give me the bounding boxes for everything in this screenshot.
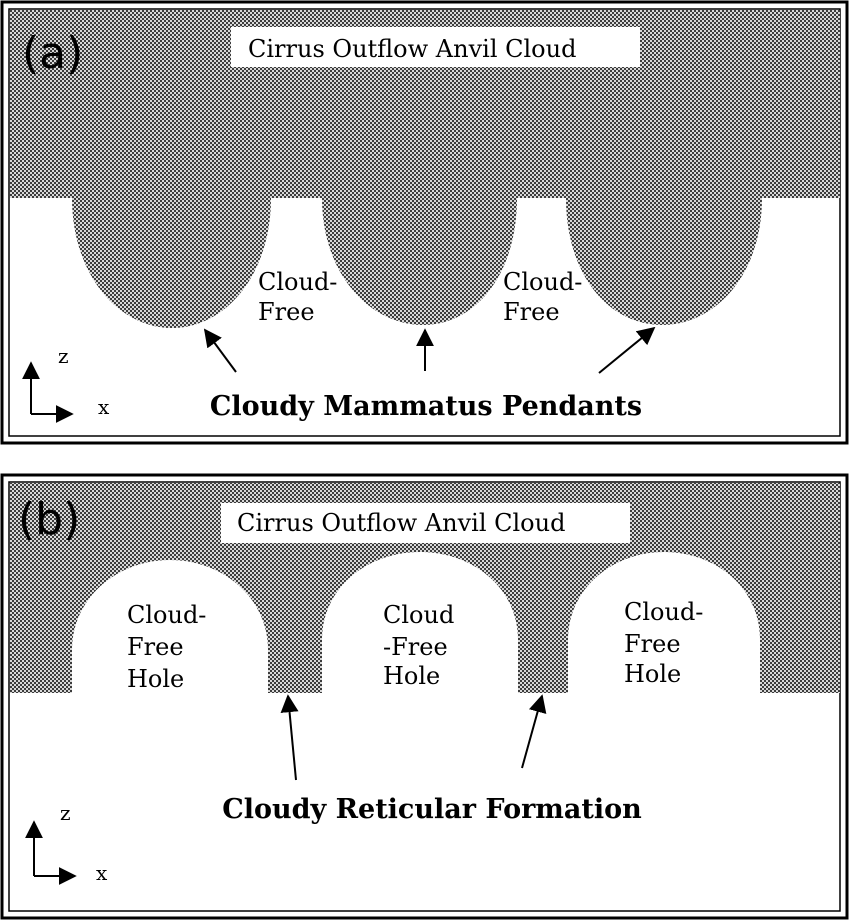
panel-a-axis-x-label: x: [98, 395, 110, 419]
panel-b-caption: Cloudy Reticular Formation: [222, 794, 642, 825]
panel-b-anvil-label-box: [221, 503, 630, 543]
panel-a-anvil-label: Cirrus Outflow Anvil Cloud: [248, 35, 576, 63]
panel-a-gap-label-1: Cloud- Free: [258, 268, 345, 326]
panel-b-hole-2: [322, 552, 518, 693]
panel-a-anvil-label-box: [231, 27, 640, 67]
panel-b-hole-3: [568, 552, 760, 693]
panel-b-hole-label-3: Cloud- Free Hole: [624, 598, 711, 688]
panel-a: Cirrus Outflow Anvil Cloud (a) Cloud- Fr…: [0, 0, 849, 445]
panel-b-hole-1: [72, 560, 268, 693]
panel-b-hole-label-1: Cloud- Free Hole: [127, 601, 214, 693]
panel-a-axis-z-label: z: [58, 344, 69, 368]
panel-a-caption: Cloudy Mammatus Pendants: [210, 391, 642, 422]
panel-a-arrow-right: [598, 326, 656, 374]
panel-a-gap-label-2: Cloud- Free: [503, 268, 590, 326]
panel-b-axis-icon: [25, 820, 77, 885]
panel-b-axis-x-label: x: [96, 861, 108, 885]
panel-b-letter: (b): [18, 494, 80, 545]
panel-a-axis-icon: [22, 361, 74, 423]
panel-b-axis-z-label: z: [60, 801, 71, 825]
panel-b: Cirrus Outflow Anvil Cloud (b) Cloud- Fr…: [0, 473, 849, 920]
panel-b-arrow-right: [521, 694, 547, 769]
panel-b-hole-label-2: Cloud -Free Hole: [383, 601, 462, 690]
panel-b-anvil-label: Cirrus Outflow Anvil Cloud: [237, 509, 565, 537]
panel-a-arrow-left: [203, 328, 237, 373]
panel-b-inner-frame: [8, 481, 841, 912]
panel-a-inner-frame: [8, 8, 841, 437]
panel-a-anvil-cloud: [10, 10, 840, 328]
panel-b-arrow-left: [280, 694, 299, 781]
panel-a-letter: (a): [22, 28, 83, 79]
